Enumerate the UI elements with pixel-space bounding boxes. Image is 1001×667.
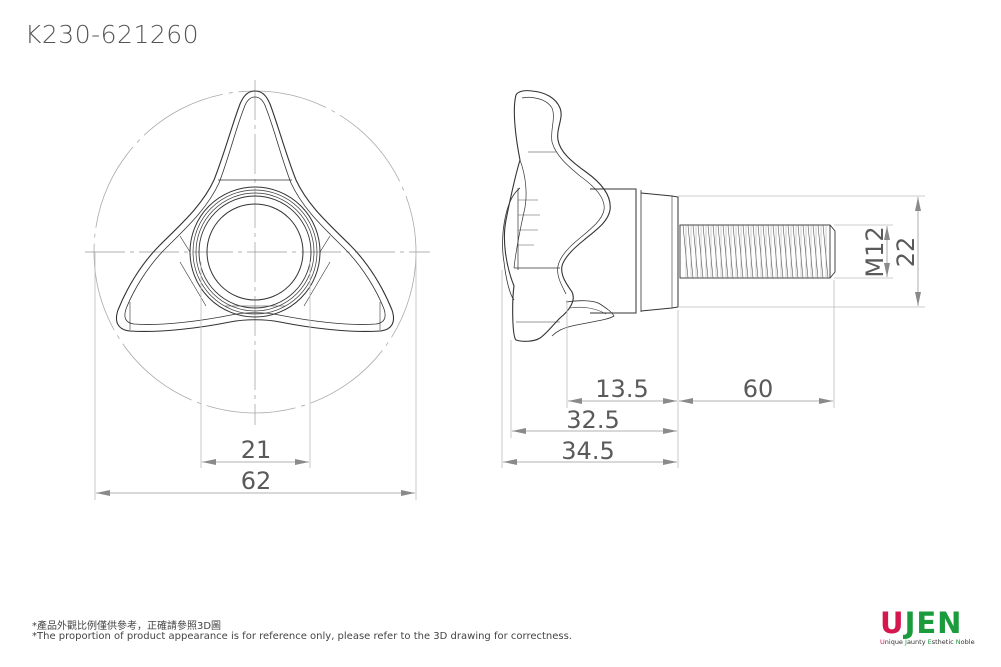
disclaimer-en: *The proportion of product appearance is… [32, 631, 572, 642]
dim-overall-diameter: 62 [241, 467, 272, 495]
front-view: 21 62 [85, 80, 430, 500]
ujen-logo: UJEN Unique Jaunty Esthetic Noble [880, 606, 975, 647]
part-number-title: K230-621260 [25, 20, 200, 49]
side-view: 13.5 60 32.5 34.5 M12 22 [501, 90, 925, 468]
disclaimer-zh: *產品外觀比例僅供參考，正確請參照3D圖 [32, 621, 222, 632]
dim-thread-size: M12 [861, 226, 889, 277]
logo-letters-jen: JEN [904, 606, 963, 640]
dim-hub-diameter: 21 [241, 436, 272, 464]
dim-overall-length: 34.5 [561, 437, 614, 465]
dim-knob-length: 32.5 [566, 406, 619, 434]
logo-letter-u: U [880, 606, 905, 640]
dim-collar-diameter: 22 [892, 237, 920, 268]
dim-thread-length: 60 [743, 375, 774, 403]
logo-tagline: Unique Jaunty Esthetic Noble [880, 638, 975, 646]
dim-hub-length: 13.5 [595, 375, 648, 403]
